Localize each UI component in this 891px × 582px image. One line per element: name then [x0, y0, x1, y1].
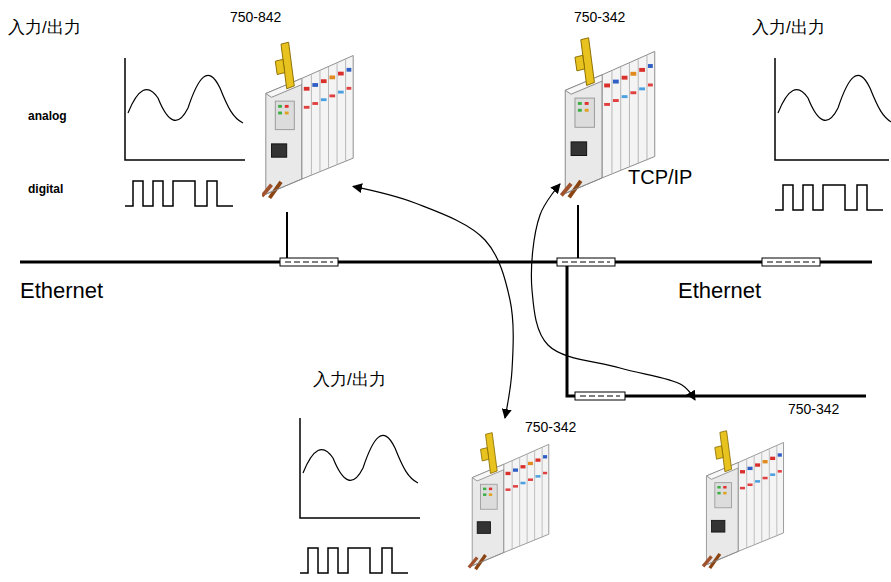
signal-label: analog: [28, 110, 67, 124]
network-label: TCP/IP: [628, 166, 692, 189]
coupler-dashes: [285, 262, 815, 396]
drop-cable: [286, 212, 288, 262]
model-number: 750-342: [788, 402, 839, 417]
model-number: 750-842: [230, 10, 281, 25]
network-label: Ethernet: [20, 278, 103, 303]
bus-coupler: [280, 258, 820, 400]
model-number: 750-342: [574, 10, 625, 25]
signal-label: 入力/出力: [752, 18, 825, 38]
signal-label: 入力/出力: [313, 370, 386, 390]
controller-node: 750-342: [688, 400, 868, 578]
ethernet-branch: [567, 262, 866, 396]
drop-cable: [577, 205, 579, 262]
ethernet-bus: [20, 261, 872, 264]
controller-illustration: [262, 38, 784, 569]
signal-chart: [125, 58, 891, 573]
data-flow-arrow: [531, 184, 695, 400]
signal-label: 入力/出力: [8, 18, 81, 38]
network-label: Ethernet: [678, 278, 761, 303]
controller-node: 750-342: [455, 418, 595, 580]
controller-node: 750-842: [228, 8, 353, 213]
model-number: 750-342: [525, 420, 576, 435]
signal-label: digital: [28, 183, 63, 197]
